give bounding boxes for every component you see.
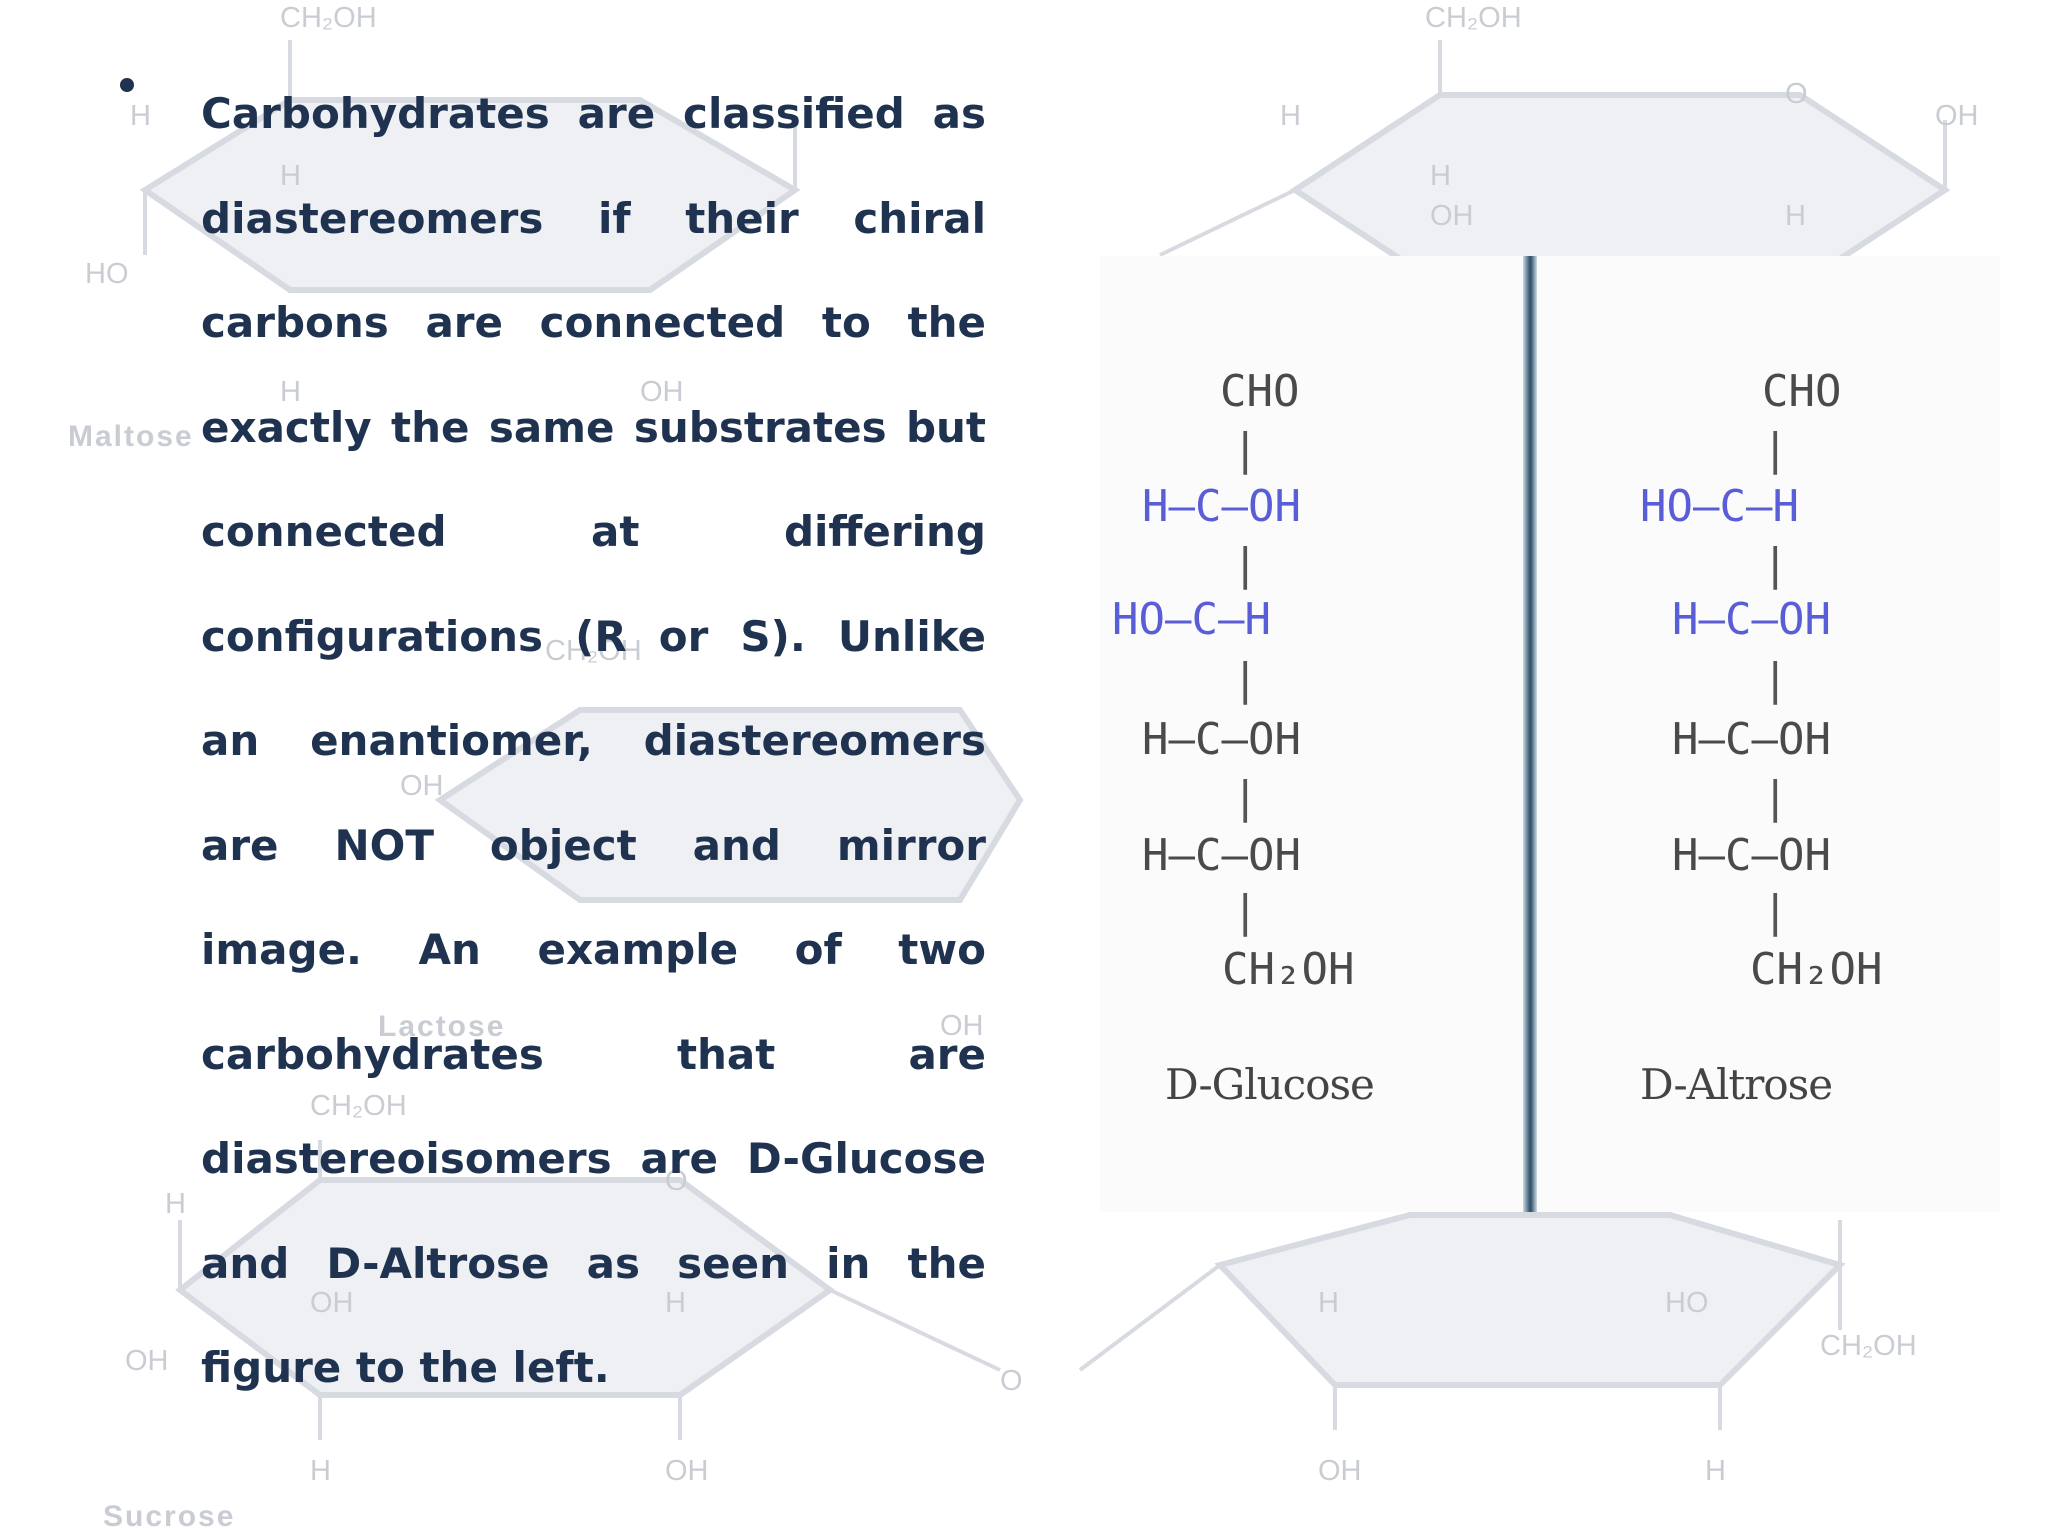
bg-label-h: H	[1318, 1287, 1339, 1319]
bg-label-ch2oh: CH₂OH	[545, 635, 642, 667]
altrose-bond: |	[1762, 886, 1789, 937]
glucose-bond: |	[1232, 772, 1259, 823]
altrose-row-1: HO—C—H	[1640, 481, 1799, 532]
paragraph-line: are NOT object and mirror	[201, 820, 986, 870]
glucose-bottom-group: CH₂OH	[1222, 944, 1355, 995]
bg-name-sucrose: Sucrose	[103, 1500, 236, 1533]
bg-label-ch2oh: CH₂OH	[1820, 1330, 1917, 1362]
bg-label-ch2oh: CH₂OH	[280, 2, 377, 34]
paragraph-line: figure to the left.	[201, 1343, 610, 1392]
bg-label-o: O	[1785, 78, 1808, 110]
ring-sucrose-right	[1214, 1212, 1846, 1388]
glucose-row-2: HO—C—H	[1112, 594, 1271, 645]
bg-label-h: H	[1430, 160, 1451, 192]
altrose-bond: |	[1762, 424, 1789, 475]
paragraph-line: diastereomers if their chiral	[201, 193, 986, 243]
figure-divider	[1523, 256, 1537, 1212]
bg-label-h: H	[1280, 100, 1301, 132]
paragraph-line: Carbohydrates are classified as	[201, 89, 986, 138]
altrose-bond: |	[1762, 772, 1789, 823]
bg-label-oh: OH	[310, 1287, 354, 1319]
bg-label-oh: OH	[400, 770, 444, 802]
fischer-figure-panel	[1100, 256, 2000, 1212]
paragraph-line: image. An example of two	[201, 925, 986, 974]
altrose-bond: |	[1762, 654, 1789, 705]
bg-label-h: H	[310, 1455, 331, 1487]
bg-label-h: H	[665, 1287, 686, 1319]
bg-label-h: H	[130, 100, 151, 132]
bg-label-o: O	[665, 1165, 688, 1197]
altrose-row-3: H—C—OH	[1672, 714, 1831, 765]
glucose-name: D-Glucose	[1165, 1060, 1375, 1109]
bullet-paragraph: Carbohydrates are classified as diastere…	[201, 62, 986, 1421]
bg-label-oh: OH	[1318, 1455, 1362, 1487]
glucose-bond: |	[1232, 539, 1259, 590]
altrose-bond: |	[1762, 539, 1789, 590]
paragraph-line: configurations (R or S). Unlike	[201, 611, 986, 661]
glucose-bond: |	[1232, 886, 1259, 937]
altrose-bottom-group: CH₂OH	[1750, 944, 1883, 995]
bg-label-h: H	[165, 1188, 186, 1220]
altrose-row-4: H—C—OH	[1672, 830, 1831, 881]
bg-label-oh: OH	[1430, 200, 1474, 232]
bg-label-oh: OH	[640, 376, 684, 408]
ring-lactose	[434, 707, 1024, 903]
bg-label-h: H	[1705, 1455, 1726, 1487]
paragraph-line: exactly the same substrates but	[201, 402, 986, 452]
bg-label-oh: OH	[1935, 100, 1979, 132]
glucose-row-1: H—C—OH	[1142, 481, 1301, 532]
bg-label-ch2oh: CH₂OH	[1425, 2, 1522, 34]
bg-label-h: H	[280, 376, 301, 408]
bg-label-h: H	[280, 160, 301, 192]
bg-label-oh: OH	[665, 1455, 709, 1487]
altrose-name: D-Altrose	[1640, 1060, 1833, 1109]
paragraph-line: an enantiomer, diastereomers	[201, 716, 986, 765]
bg-name-lactose: Lactose	[378, 1010, 506, 1043]
glucose-top-group: CHO	[1220, 366, 1300, 417]
glucose-bond: |	[1232, 424, 1259, 475]
bullet-dot	[120, 78, 134, 92]
bg-label-ch2oh: CH₂OH	[310, 1090, 407, 1122]
bg-label-h: H	[1785, 200, 1806, 232]
bg-name-maltose: Maltose	[68, 420, 194, 453]
bg-label-ho: HO	[85, 258, 129, 290]
altrose-top-group: CHO	[1762, 366, 1842, 417]
bg-label-ho: HO	[1665, 1287, 1709, 1319]
bg-label-oh: OH	[125, 1345, 169, 1377]
paragraph-line: carbons are connected to the	[201, 298, 986, 347]
altrose-row-2: H—C—OH	[1672, 594, 1831, 645]
paragraph-line: connected at differing	[201, 507, 986, 556]
glucose-bond: |	[1232, 654, 1259, 705]
paragraph-line: diastereoisomers are D-Glucose	[201, 1134, 986, 1183]
paragraph-line: and D-Altrose as seen in the	[201, 1238, 986, 1288]
glucose-row-4: H—C—OH	[1142, 830, 1301, 881]
glucose-row-3: H—C—OH	[1142, 714, 1301, 765]
bg-label-oh: OH	[940, 1010, 984, 1042]
paragraph-line: carbohydrates that are	[201, 1029, 986, 1079]
bg-label-o: O	[1000, 1365, 1023, 1397]
